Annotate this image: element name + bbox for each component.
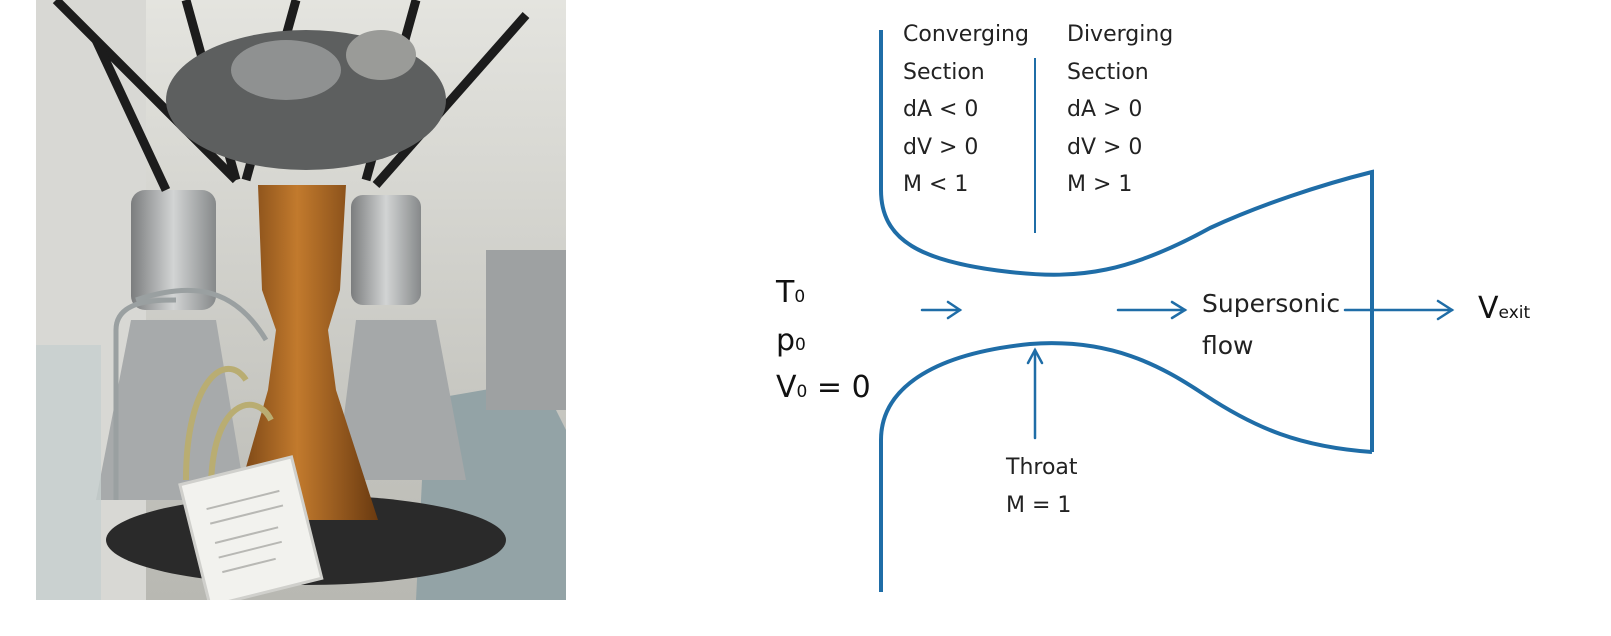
throat-label: Throat xyxy=(1005,455,1078,480)
converging-subtitle: Section xyxy=(903,60,985,85)
diverging-mach: M > 1 xyxy=(1067,172,1132,197)
exit-flow-arrow xyxy=(1343,299,1455,321)
side-tank xyxy=(486,250,566,410)
supersonic-label: Supersonic xyxy=(1202,289,1340,318)
nozzle-upper-wall xyxy=(879,30,1374,452)
left-nozzle-bell xyxy=(96,320,246,500)
throat-mach: M = 1 xyxy=(1006,493,1071,518)
rocket-engine-photo xyxy=(36,0,566,608)
diverging-title: Diverging xyxy=(1067,22,1173,47)
converging-title: Converging xyxy=(903,22,1029,47)
exit-velocity-label: Vexit xyxy=(1478,291,1530,326)
info-placard xyxy=(178,455,324,608)
diverging-subtitle: Section xyxy=(1067,60,1149,85)
converging-dV: dV > 0 xyxy=(903,135,978,160)
right-nozzle-bell xyxy=(336,320,466,480)
throat-pointer-arrow xyxy=(1026,347,1044,440)
nozzle-lower-wall xyxy=(879,341,1373,592)
stagnation-pressure: p0 xyxy=(776,323,806,358)
copper-cutaway-nozzle xyxy=(231,185,378,520)
converging-dA: dA < 0 xyxy=(903,97,978,122)
diverging-dV: dV > 0 xyxy=(1067,135,1142,160)
rocket-engine-photo-icon xyxy=(36,0,566,608)
throat-flow-arrow xyxy=(1116,300,1188,320)
inlet-flow-arrow xyxy=(920,300,963,320)
glass-case xyxy=(36,345,101,600)
converging-mach: M < 1 xyxy=(903,172,968,197)
right-tank xyxy=(351,195,421,305)
left-tank xyxy=(131,190,216,310)
diverging-dA: dA > 0 xyxy=(1067,97,1142,122)
flow-label: flow xyxy=(1202,331,1254,360)
stagnation-temperature: T0 xyxy=(775,275,805,310)
fuel-pipes xyxy=(183,366,274,491)
stagnation-velocity: V0 = 0 xyxy=(776,370,871,405)
